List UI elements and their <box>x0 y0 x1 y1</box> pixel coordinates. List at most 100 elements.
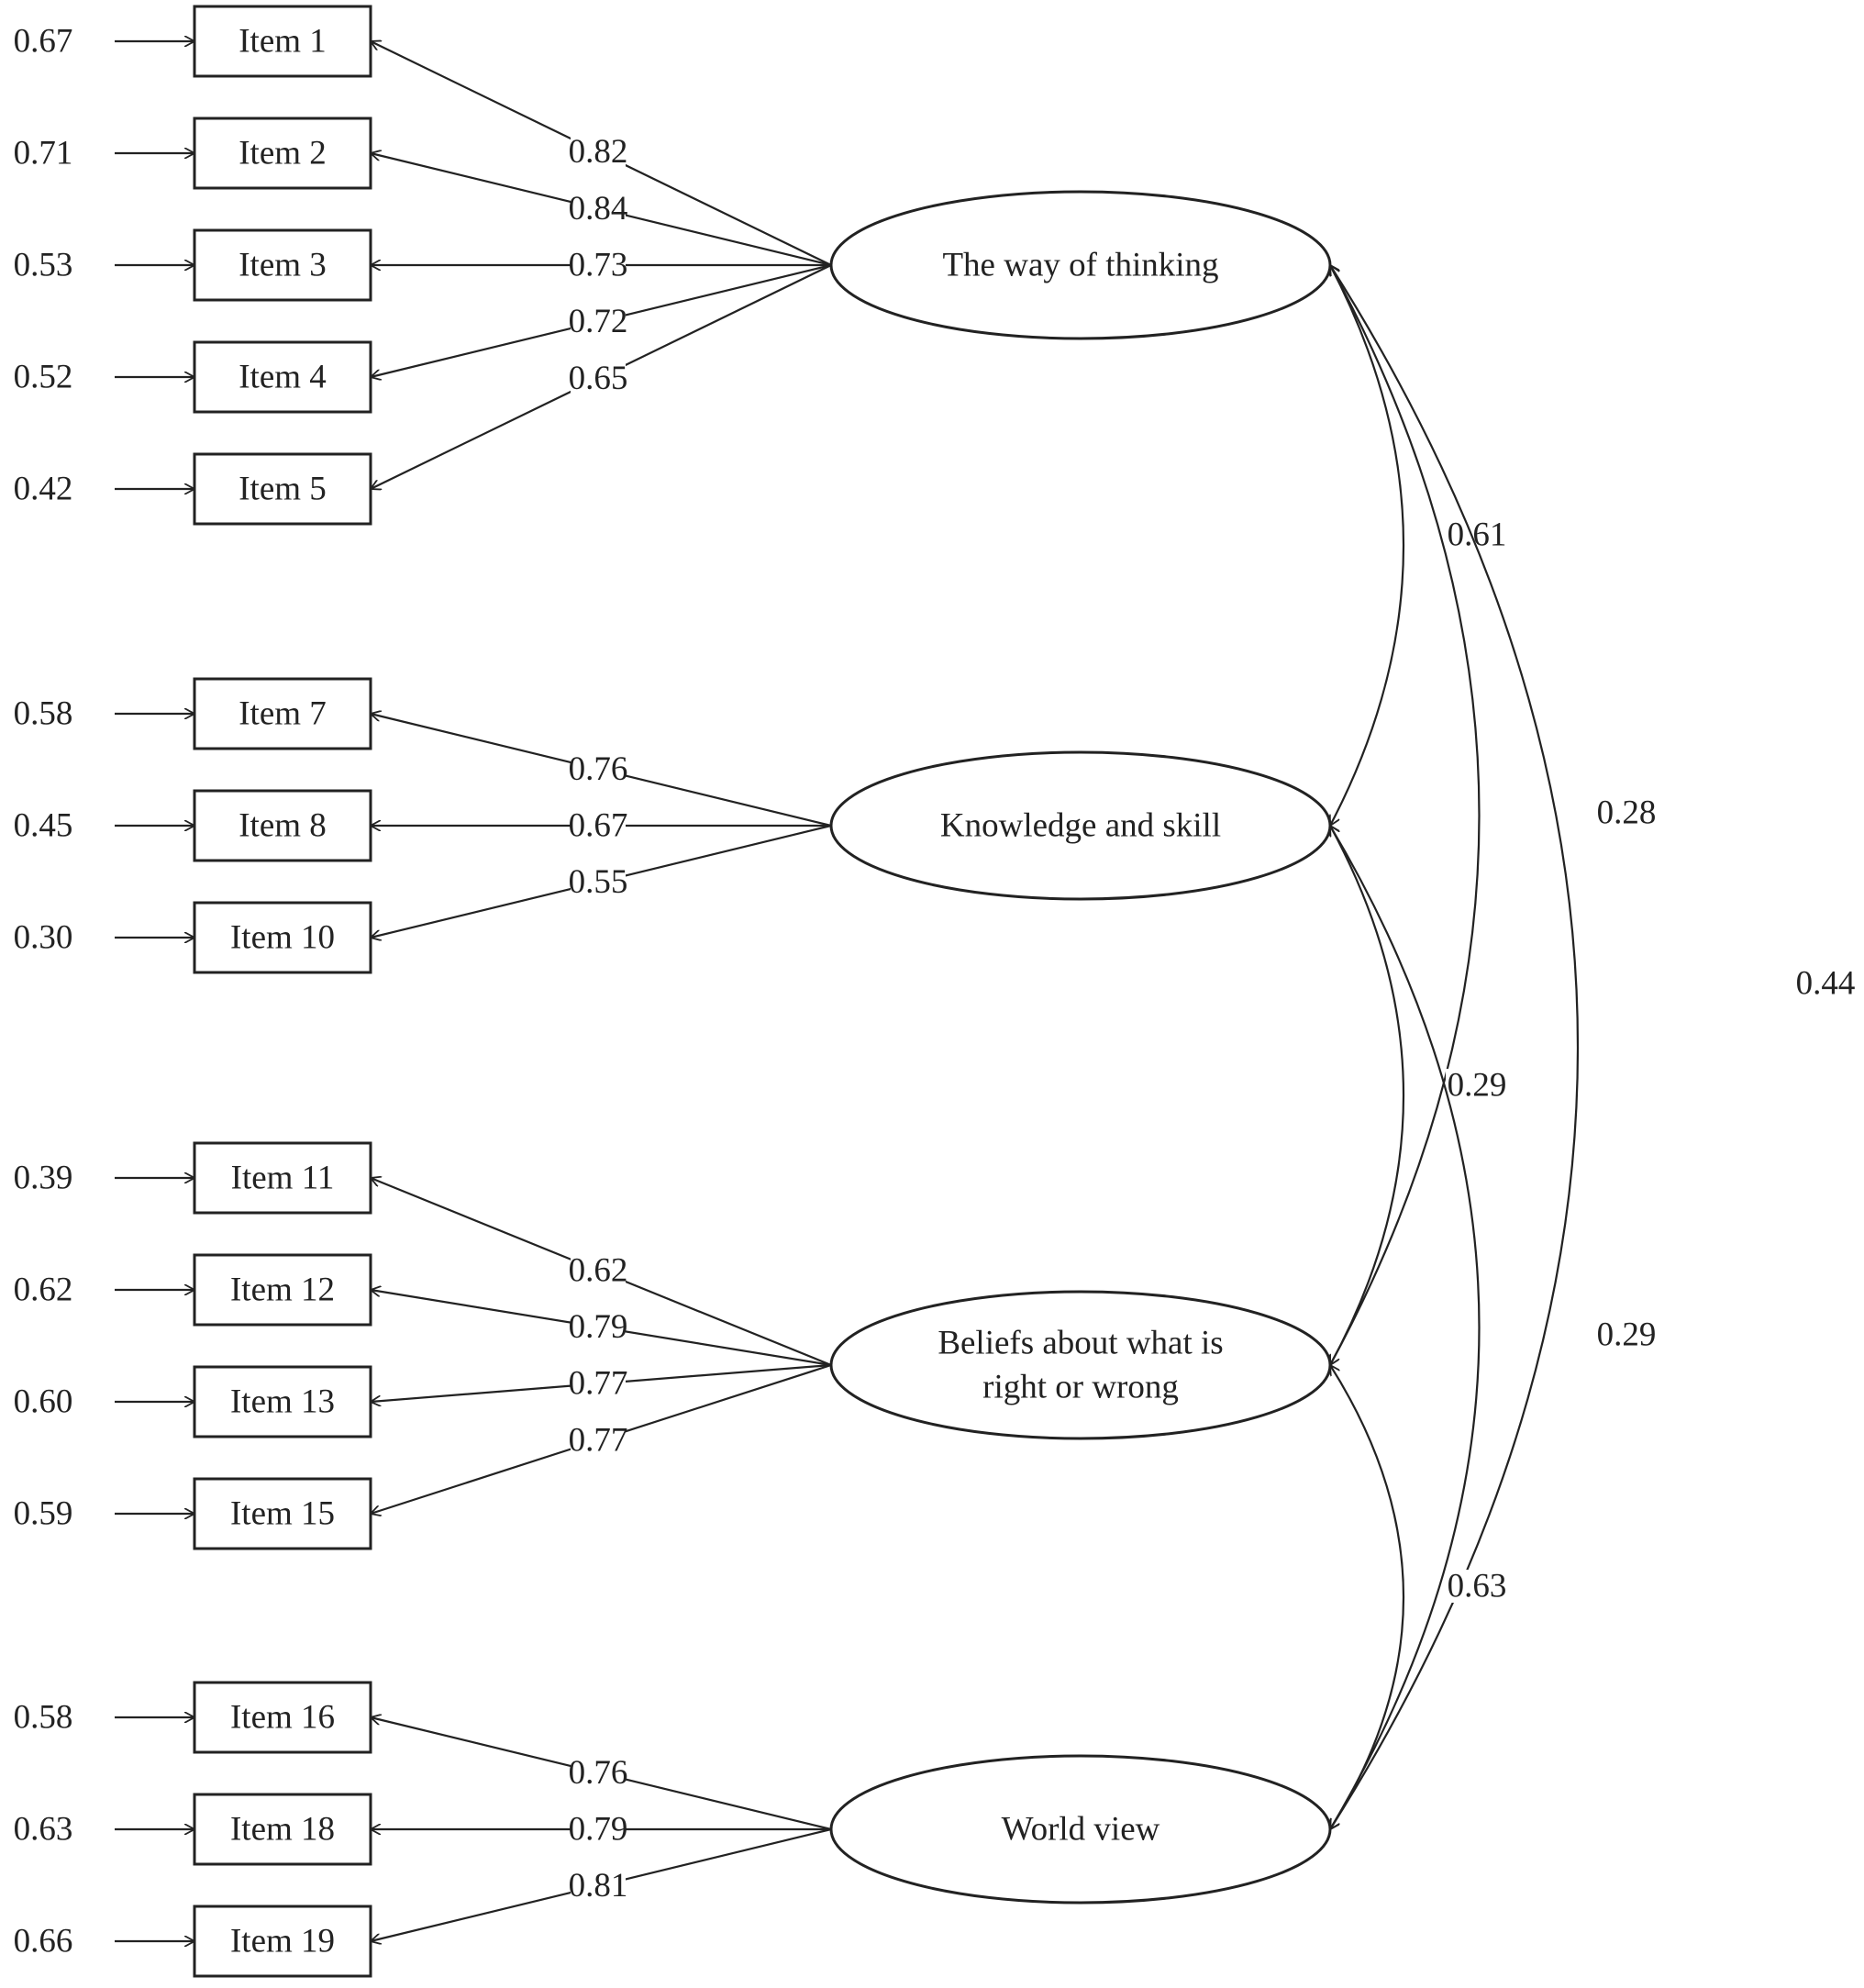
loading-label-bg <box>571 137 626 167</box>
item-label: Item 2 <box>239 135 327 172</box>
item-box <box>193 1905 372 1978</box>
item-label: Item 13 <box>230 1383 335 1421</box>
loading-label-bg <box>571 1312 626 1342</box>
item-label: Item 3 <box>239 247 327 284</box>
covariance-label-bg <box>1794 967 1857 1000</box>
item-box <box>193 901 372 974</box>
item-box <box>193 340 372 414</box>
item-label: Item 1 <box>239 23 327 61</box>
factor-label: Knowledge and skill <box>940 807 1221 845</box>
covariance-arc <box>1330 826 1481 1829</box>
factor-label: The way of thinking <box>942 247 1218 284</box>
factor-ellipse-f3 <box>829 1290 1332 1440</box>
loading-label: 0.81 <box>569 1867 628 1905</box>
loading-label-bg <box>571 1255 626 1285</box>
loading-label-bg <box>571 250 626 280</box>
factor-ellipse-f4 <box>829 1754 1332 1905</box>
loading-label: 0.79 <box>569 1308 628 1346</box>
loading-label-bg <box>571 1369 626 1399</box>
covariance-label: 0.61 <box>1448 516 1507 554</box>
item-label: Item 5 <box>239 471 327 508</box>
item-label: Item 4 <box>239 359 327 396</box>
loading-label: 0.79 <box>569 1811 628 1849</box>
covariance-label: 0.28 <box>1597 794 1657 832</box>
item-box <box>193 452 372 526</box>
loading-label: 0.62 <box>569 1251 628 1289</box>
error-variance-label: 0.67 <box>14 23 73 61</box>
factor-label: right or wrong <box>982 1369 1179 1406</box>
loading-label-bg <box>571 363 626 394</box>
error-variance-label: 0.53 <box>14 247 73 284</box>
covariance-arc <box>1330 265 1405 826</box>
covariance-label-bg <box>1595 796 1658 829</box>
error-variance-label: 0.66 <box>14 1923 73 1960</box>
item-box <box>193 1793 372 1866</box>
item-label: Item 16 <box>230 1699 335 1737</box>
item-box <box>193 1365 372 1438</box>
loading-label: 0.77 <box>569 1421 628 1459</box>
error-variance-label: 0.60 <box>14 1383 73 1421</box>
error-variance-label: 0.71 <box>14 135 73 172</box>
factor-label: World view <box>1002 1811 1160 1849</box>
item-label: Item 18 <box>230 1811 335 1849</box>
covariance-label: 0.44 <box>1796 965 1856 1003</box>
item-label: Item 12 <box>230 1272 335 1309</box>
item-box <box>193 228 372 302</box>
covariance-arc <box>1329 826 1405 1365</box>
loading-label: 0.82 <box>569 133 628 171</box>
loading-label-bg <box>571 1758 626 1788</box>
item-label: Item 10 <box>230 919 335 957</box>
covariance-label: 0.63 <box>1448 1568 1507 1605</box>
item-box <box>193 5 372 78</box>
loading-label-bg <box>571 306 626 337</box>
loading-label: 0.77 <box>569 1365 628 1403</box>
loading-label: 0.84 <box>569 190 628 228</box>
loading-label-bg <box>571 1815 626 1844</box>
loading-label-bg <box>571 811 626 840</box>
item-box <box>193 789 372 862</box>
covariance-label-bg <box>1595 1318 1658 1351</box>
loading-label: 0.72 <box>569 303 628 340</box>
item-label: Item 7 <box>239 695 327 733</box>
item-box <box>193 677 372 750</box>
loading-label: 0.73 <box>569 247 628 284</box>
loading-label-bg <box>571 194 626 224</box>
error-variance-label: 0.30 <box>14 919 73 957</box>
loading-label-bg <box>571 1425 626 1455</box>
item-box <box>193 1681 372 1754</box>
covariance-arc <box>1329 265 1481 1365</box>
error-variance-label: 0.59 <box>14 1495 73 1533</box>
error-variance-label: 0.58 <box>14 1699 73 1737</box>
loading-label: 0.76 <box>569 1754 628 1792</box>
factor-ellipse-f2 <box>829 750 1332 901</box>
loading-label-bg <box>571 867 626 897</box>
item-box <box>193 1141 372 1215</box>
loading-label-bg <box>571 1871 626 1901</box>
covariance-label-bg <box>1446 1570 1508 1603</box>
error-variance-label: 0.42 <box>14 471 73 508</box>
item-label: Item 19 <box>230 1923 335 1960</box>
item-label: Item 11 <box>231 1160 335 1197</box>
error-variance-label: 0.52 <box>14 359 73 396</box>
error-variance-label: 0.45 <box>14 807 73 845</box>
loading-label: 0.76 <box>569 750 628 788</box>
covariance-label: 0.29 <box>1597 1316 1657 1354</box>
error-variance-label: 0.63 <box>14 1811 73 1849</box>
loading-label: 0.65 <box>569 360 628 397</box>
error-variance-label: 0.62 <box>14 1272 73 1309</box>
item-label: Item 15 <box>230 1495 335 1533</box>
loading-label-bg <box>571 754 626 784</box>
factor-ellipse-f1 <box>829 190 1332 340</box>
item-box <box>193 117 372 190</box>
loading-label: 0.67 <box>569 807 628 845</box>
covariance-arc <box>1330 1365 1405 1829</box>
factor-label: Beliefs about what is <box>938 1325 1223 1362</box>
item-box <box>193 1477 372 1550</box>
covariance-label-bg <box>1446 1069 1508 1102</box>
loading-label: 0.55 <box>569 863 628 901</box>
item-box <box>193 1253 372 1327</box>
error-variance-label: 0.58 <box>14 695 73 733</box>
covariance-label: 0.29 <box>1448 1067 1507 1105</box>
item-label: Item 8 <box>239 807 327 845</box>
